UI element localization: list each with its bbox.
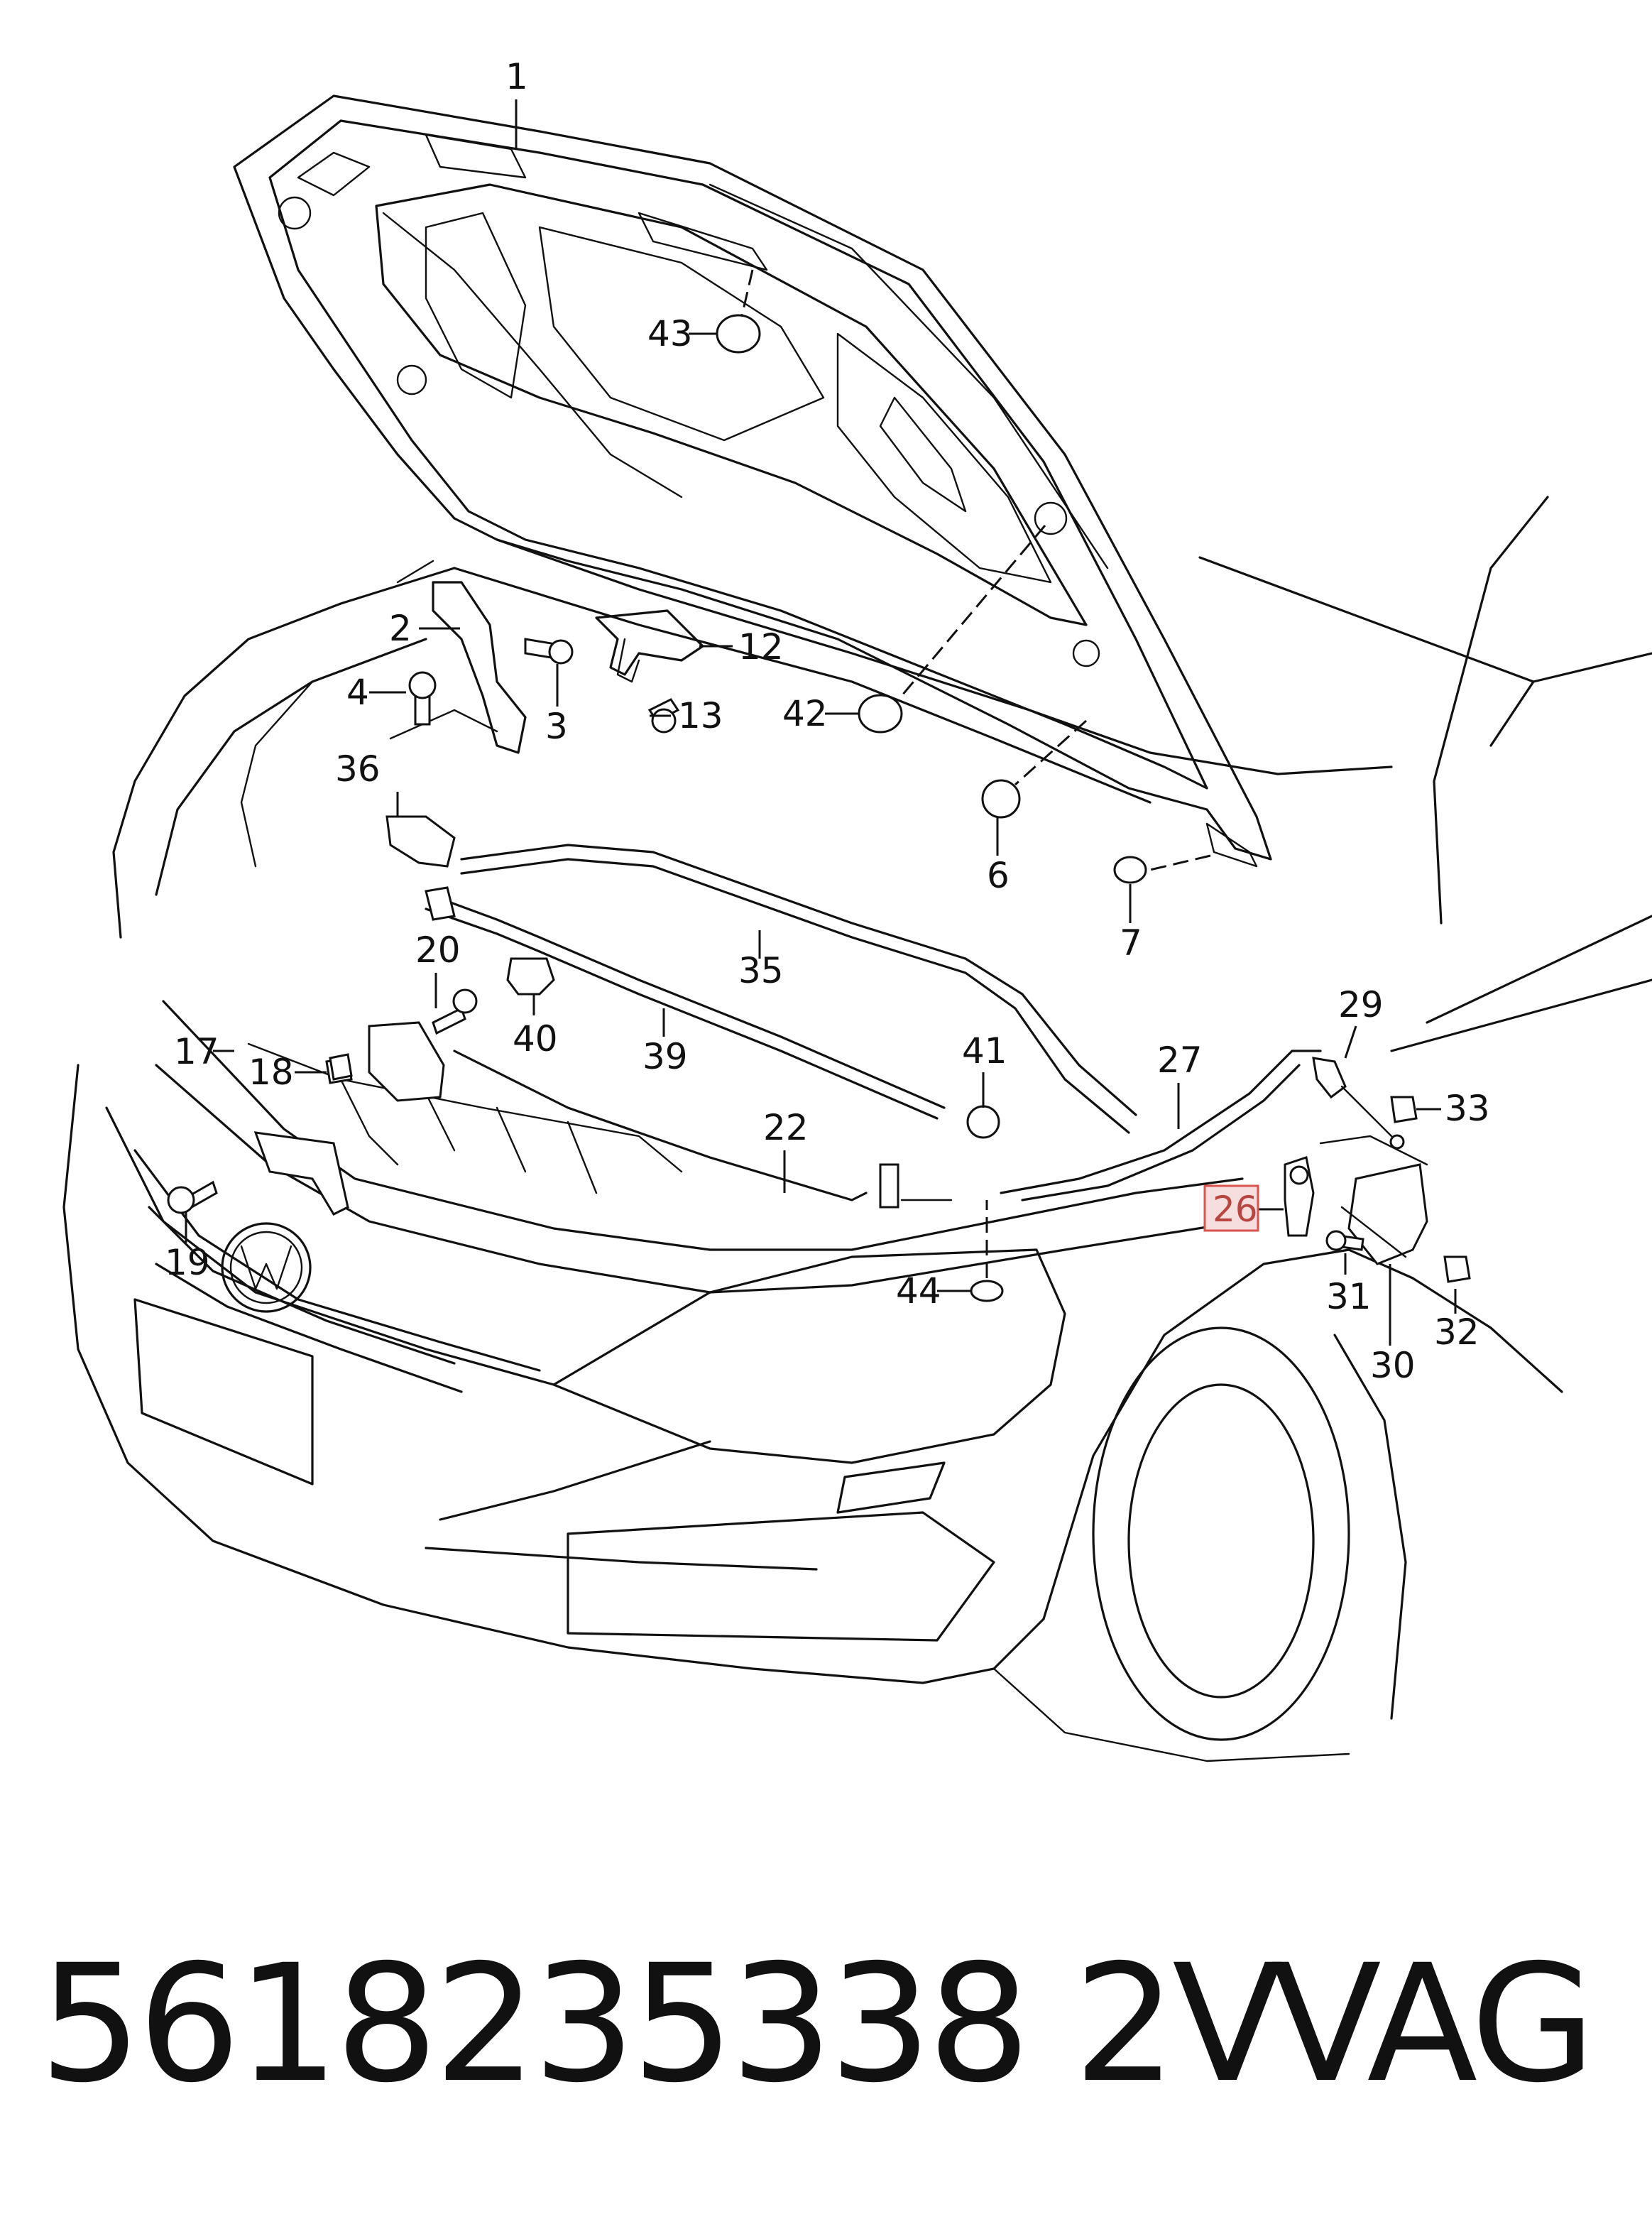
callout-27: 27 xyxy=(1157,1040,1203,1081)
callout-22: 22 xyxy=(763,1107,809,1148)
callout-12: 12 xyxy=(738,626,784,667)
callout-44: 44 xyxy=(896,1270,941,1312)
callout-20: 20 xyxy=(415,930,461,971)
callout-40: 40 xyxy=(513,1018,558,1059)
callout-41: 41 xyxy=(962,1030,1007,1072)
callout-labels: 1 2 3 4 6 7 12 13 17 18 19 20 22 26 27 2… xyxy=(165,56,1490,1386)
part-number: 5618235338 2V xyxy=(39,1929,1283,2118)
callout-4: 4 xyxy=(346,672,369,713)
hood-drawing xyxy=(233,94,1272,868)
callout-7: 7 xyxy=(1120,922,1142,964)
callout-13: 13 xyxy=(678,695,723,736)
parts-diagram: 1 2 3 4 6 7 12 13 17 18 19 20 22 26 27 2… xyxy=(62,56,1652,1762)
callout-17: 17 xyxy=(174,1031,219,1072)
callout-3: 3 xyxy=(545,706,568,747)
brand-name: VAG xyxy=(1271,1929,1596,2118)
callout-1: 1 xyxy=(505,56,528,97)
car-body-drawing xyxy=(62,496,1652,1762)
footer: 5618235338 2V VAG xyxy=(0,1917,1652,2130)
callout-6: 6 xyxy=(987,855,1010,896)
callout-35: 35 xyxy=(738,950,784,991)
callout-43: 43 xyxy=(647,313,693,354)
callout-42: 42 xyxy=(782,693,828,734)
callout-26: 26 xyxy=(1213,1189,1258,1230)
leader-lines xyxy=(185,99,1457,1346)
callout-19: 19 xyxy=(165,1242,210,1283)
callout-18: 18 xyxy=(248,1052,294,1093)
callout-26-highlight xyxy=(1203,1184,1259,1232)
parts-drawing xyxy=(167,314,1471,1302)
callout-2: 2 xyxy=(389,608,412,649)
callout-31: 31 xyxy=(1326,1276,1372,1317)
callout-32: 32 xyxy=(1434,1312,1479,1353)
callout-30: 30 xyxy=(1370,1345,1416,1386)
callout-33: 33 xyxy=(1445,1088,1490,1129)
callout-36: 36 xyxy=(335,748,381,790)
callout-29: 29 xyxy=(1338,984,1384,1025)
callout-39: 39 xyxy=(642,1036,688,1077)
